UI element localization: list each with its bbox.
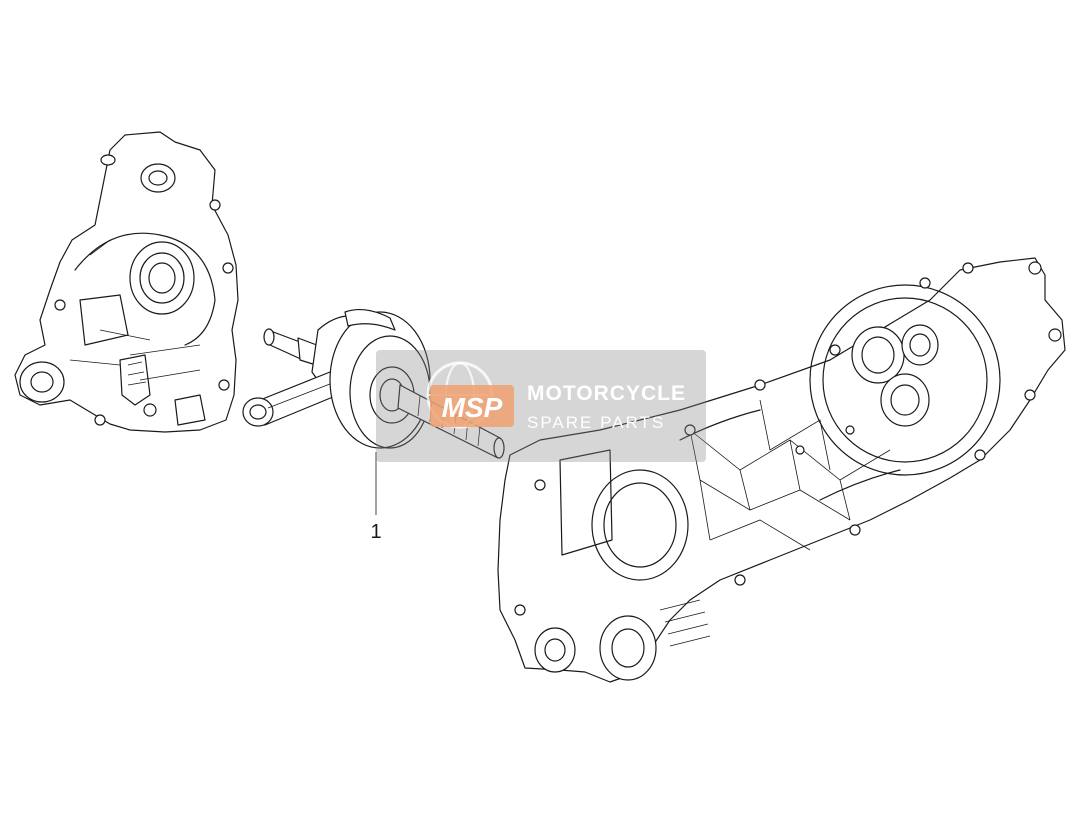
callout-1: 1: [370, 452, 382, 543]
watermark-logo-text: MSP: [442, 392, 503, 423]
watermark-title: MOTORCYCLE: [527, 382, 686, 405]
watermark-subtitle: SPARE PARTS: [527, 413, 665, 432]
right-crankcase-half-icon[interactable]: [497, 257, 1066, 683]
left-crankcase-half-icon[interactable]: [14, 131, 239, 433]
callout-number: 1: [370, 521, 381, 543]
watermark-box: [376, 350, 706, 462]
watermark-logo-icon: MSP: [426, 361, 514, 429]
watermark: MSP MOTORCYCLE SPARE PARTS: [376, 350, 706, 462]
